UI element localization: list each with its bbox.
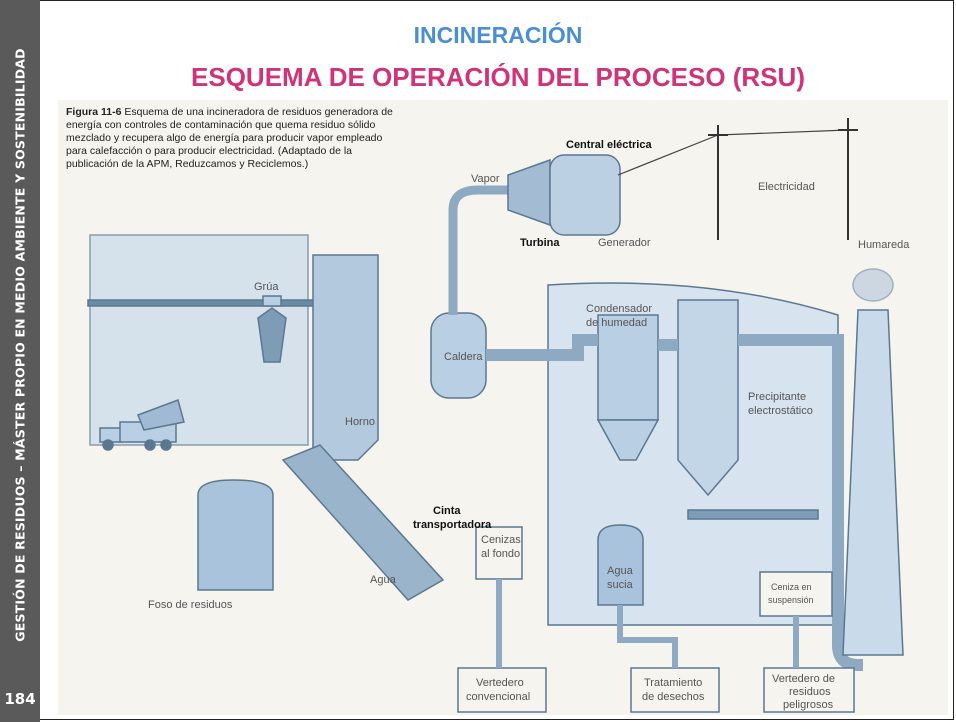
label-condensador-2: de humedad	[586, 317, 647, 329]
garbage-truck	[99, 399, 185, 451]
label-vertedero-pel-3: peligrosos	[783, 699, 834, 711]
label-vertedero-conv-1: Vertedero	[476, 677, 524, 689]
page-title: INCINERACIÓN	[413, 22, 583, 48]
label-cenizas-2: al fondo	[481, 548, 520, 560]
box-cenizas	[475, 526, 523, 580]
crane-rail	[87, 299, 319, 307]
furnace	[312, 254, 379, 461]
sidebar-vertical-text: GESTIÓN DE RESIDUOS – MÁSTER PROPIO EN M…	[12, 48, 28, 642]
label-foso: Foso de residuos	[148, 599, 233, 611]
label-vertedero-pel-1: Vertedero de	[772, 673, 835, 685]
page-number: 184	[4, 690, 36, 708]
label-horno: Horno	[345, 416, 375, 428]
crane-claw	[257, 307, 287, 363]
fly-ash-conveyor	[687, 509, 819, 520]
figure-caption: Figura 11-6 Esquema de una incineradora …	[66, 106, 396, 171]
turbine	[507, 158, 551, 227]
label-cenizas-1: Cenizas	[481, 534, 521, 546]
flue-duct	[486, 334, 598, 361]
label-vertedero-pel-2: residuos	[789, 686, 831, 698]
sidebar: GESTIÓN DE RESIDUOS – MÁSTER PROPIO EN M…	[0, 0, 40, 722]
building-shell	[89, 234, 309, 446]
generator	[549, 154, 621, 236]
crane-trolley	[262, 295, 282, 307]
label-electricidad: Electricidad	[758, 181, 815, 193]
label-grua: Grúa	[254, 281, 279, 293]
label-cinta-1: Cinta	[433, 505, 461, 517]
box-ceniza-susp	[759, 571, 833, 617]
label-central: Central eléctrica	[566, 139, 652, 151]
label-agua: Agua	[370, 574, 397, 586]
label-condensador-1: Condensador	[586, 303, 652, 315]
label-generador: Generador	[598, 237, 651, 249]
power-line	[617, 134, 719, 176]
label-vertedero-conv-2: convencional	[466, 691, 530, 703]
label-precipitante-1: Precipitante	[748, 391, 806, 403]
box-vertedero-pel	[763, 667, 855, 713]
smoke	[852, 268, 894, 302]
caption-text: Esquema de una incineradora de residuos …	[66, 106, 393, 170]
process-diagram: Figura 11-6 Esquema de una incineradora …	[58, 100, 948, 715]
label-turbina: Turbina	[520, 237, 560, 249]
chimney	[842, 309, 904, 656]
dirty-water-tank	[597, 524, 644, 606]
condenser	[597, 314, 659, 421]
diagram-drawing: Central eléctrica Vapor Electricidad Tur…	[87, 118, 910, 713]
label-caldera: Caldera	[444, 351, 483, 363]
conveyor-belt	[281, 444, 445, 601]
label-tratamiento-2: de desechos	[642, 691, 705, 703]
label-ceniza-susp-1: Ceniza en	[771, 582, 812, 592]
label-ceniza-susp-2: suspensión	[768, 595, 814, 605]
caption-label: Figura 11-6	[66, 106, 122, 118]
precipitator	[677, 299, 739, 497]
label-humareda: Humareda	[858, 239, 910, 251]
box-vertedero-conv	[457, 667, 547, 713]
label-vapor: Vapor	[471, 173, 500, 185]
label-agua-sucia-2: sucia	[607, 579, 634, 591]
steam-pipe	[448, 185, 508, 315]
label-cinta-2: transportadora	[413, 519, 492, 531]
label-tratamiento-1: Tratamiento	[644, 677, 702, 689]
label-agua-sucia-1: Agua	[607, 565, 634, 577]
label-precipitante-2: electrostático	[748, 405, 813, 417]
box-tratamiento	[630, 667, 720, 713]
waste-pit	[197, 479, 274, 591]
page-subtitle: ESQUEMA DE OPERACIÓN DEL PROCESO (RSU)	[191, 62, 805, 92]
